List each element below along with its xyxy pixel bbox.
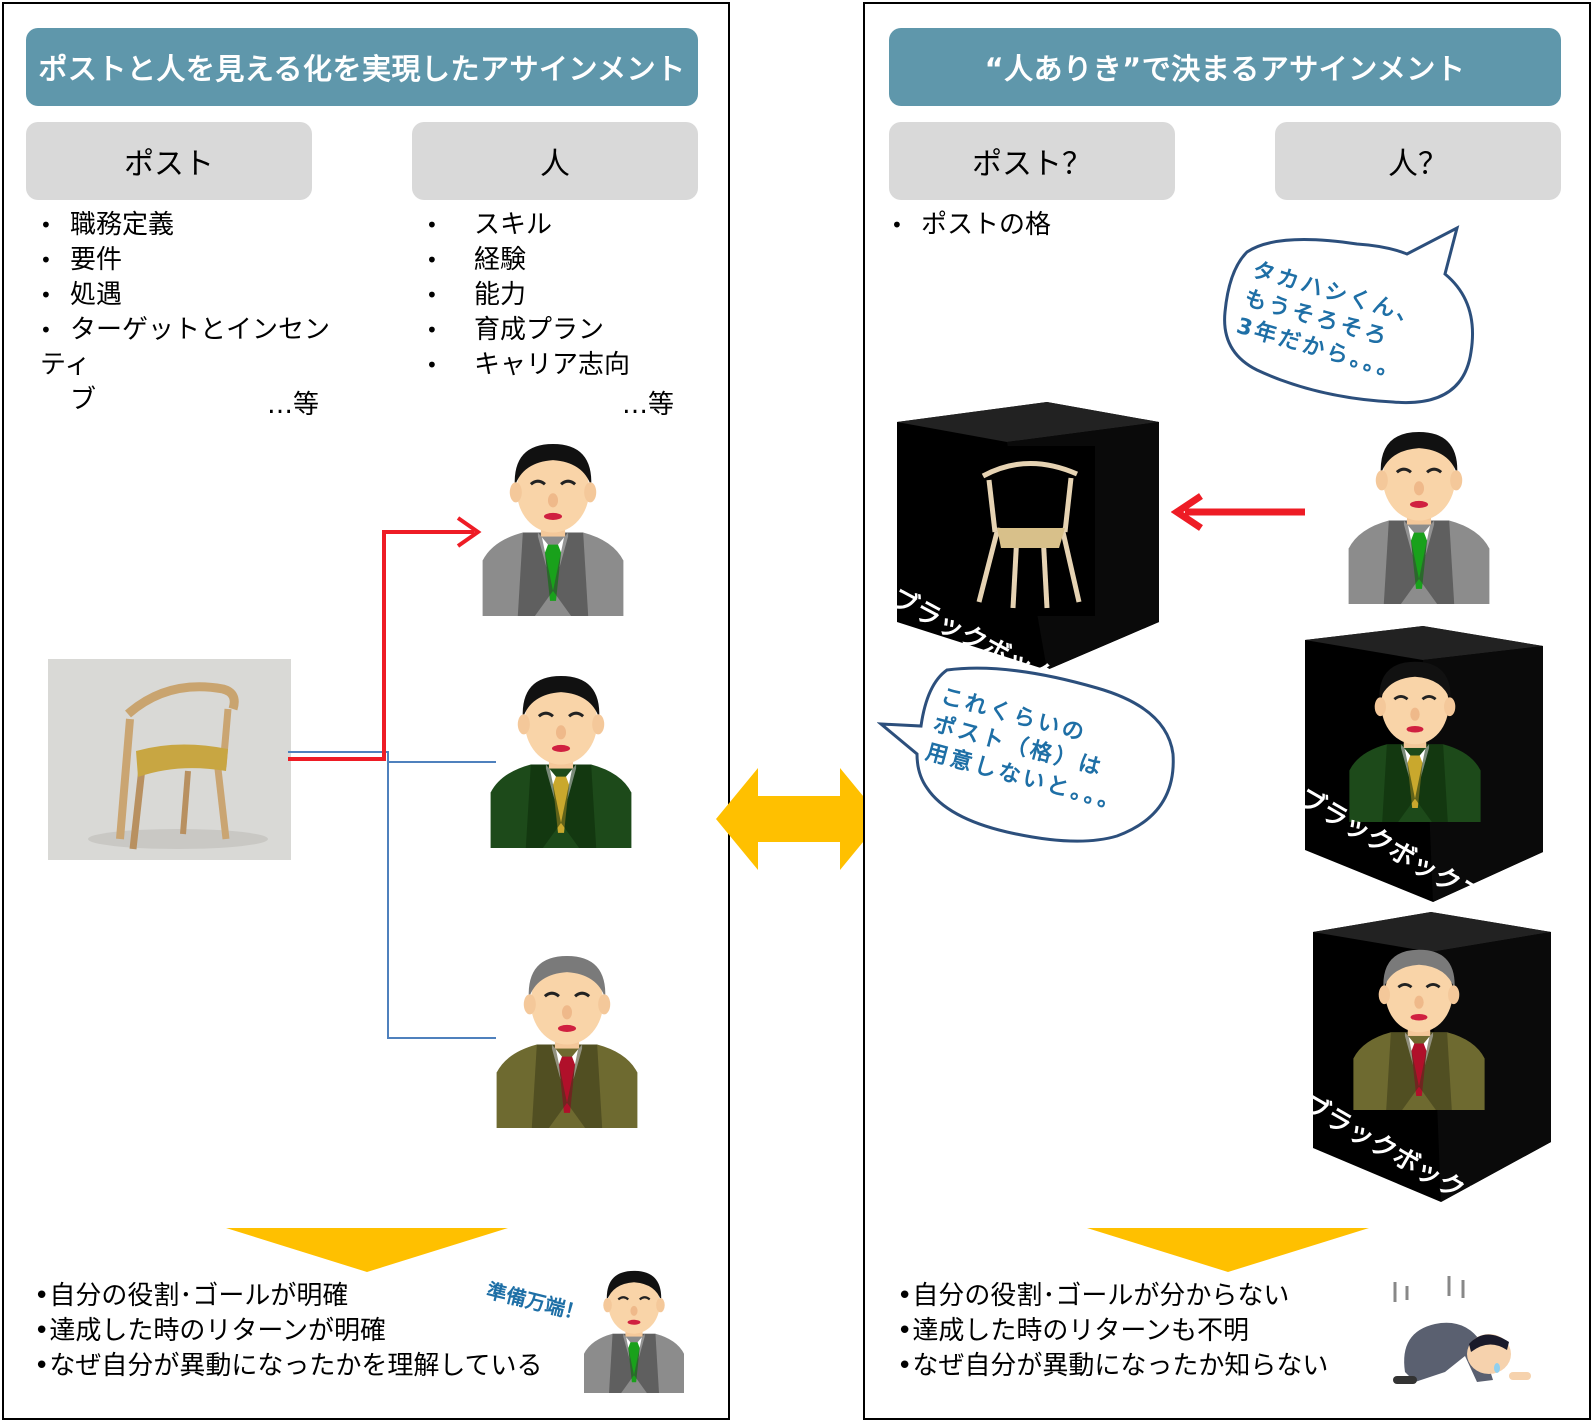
- left-person-etc: …等: [622, 390, 675, 420]
- list-item: •要件: [40, 245, 123, 275]
- depressed-person-icon: [1393, 1276, 1531, 1384]
- list-item: •自分の役割･ゴールが明確: [34, 1281, 349, 1311]
- list-item: •育成プラン: [426, 315, 605, 345]
- left-person-list: •スキル •経験 •能力 •育成プラン •キャリア志向: [426, 208, 706, 383]
- speech-bubble-middle: [877, 666, 1175, 843]
- businessman-icon: [490, 672, 632, 848]
- list-item-continued: ブ: [70, 385, 97, 415]
- list-item: •スキル: [426, 210, 553, 240]
- list-item: •なぜ自分が異動になったかを理解している: [34, 1351, 543, 1381]
- down-chevron-icon: [1087, 1228, 1369, 1272]
- left-results: •自分の役割･ゴールが明確 •達成した時のリターンが明確 •なぜ自分が異動になっ…: [34, 1279, 594, 1384]
- list-item: •なぜ自分が異動になったか知らない: [897, 1351, 1329, 1381]
- businessman-icon: [496, 952, 638, 1128]
- assignment-connectors: [288, 516, 496, 1039]
- right-person-header: 人？: [1275, 122, 1561, 200]
- speech-bubble-top: [1223, 225, 1475, 405]
- businessman-icon: [1353, 946, 1485, 1110]
- double-arrow-icon: [716, 768, 882, 870]
- blackbox-cube-chair: [897, 402, 1159, 670]
- list-item: •キャリア志向: [426, 350, 631, 380]
- left-post-header: ポスト: [26, 122, 312, 200]
- down-chevron-icon: [226, 1228, 508, 1272]
- businessman-icon: [584, 1268, 684, 1393]
- left-post-etc: …等: [267, 390, 320, 420]
- list-item: •達成した時のリターンも不明: [897, 1316, 1250, 1346]
- left-panel: ポストと人を見える化を実現したアサインメント ポスト 人 •職務定義 •要件 •…: [2, 2, 730, 1420]
- list-item: •能力: [426, 280, 527, 310]
- chair-icon: [48, 659, 291, 860]
- list-item: •職務定義: [40, 210, 175, 240]
- list-item: •処遇: [40, 280, 123, 310]
- left-post-list: •職務定義 •要件 •処遇 •ターゲットとインセンティ ブ: [40, 208, 340, 418]
- left-person-header: 人: [412, 122, 698, 200]
- businessman-icon: [1348, 428, 1490, 604]
- list-item: •経験: [426, 245, 527, 275]
- list-item: •自分の役割･ゴールが分からない: [897, 1281, 1290, 1311]
- right-title: “人ありき”で決まるアサインメント: [889, 28, 1561, 106]
- left-title: ポストと人を見える化を実現したアサインメント: [26, 28, 698, 106]
- right-post-header: ポスト？: [889, 122, 1175, 200]
- businessman-icon: [482, 440, 624, 616]
- red-arrow-left: [1171, 493, 1305, 531]
- right-panel: “人ありき”で決まるアサインメント ポスト？ 人？ •ポストの格 タカハシくん、…: [863, 2, 1591, 1420]
- list-item: •達成した時のリターンが明確: [34, 1316, 387, 1346]
- right-results: •自分の役割･ゴールが分からない •達成した時のリターンも不明 •なぜ自分が異動…: [897, 1279, 1367, 1384]
- list-item: •ターゲットとインセンティ: [40, 315, 331, 380]
- businessman-icon: [1349, 658, 1481, 822]
- list-item: •ポストの格: [891, 210, 1052, 240]
- right-post-list: •ポストの格: [891, 208, 1191, 243]
